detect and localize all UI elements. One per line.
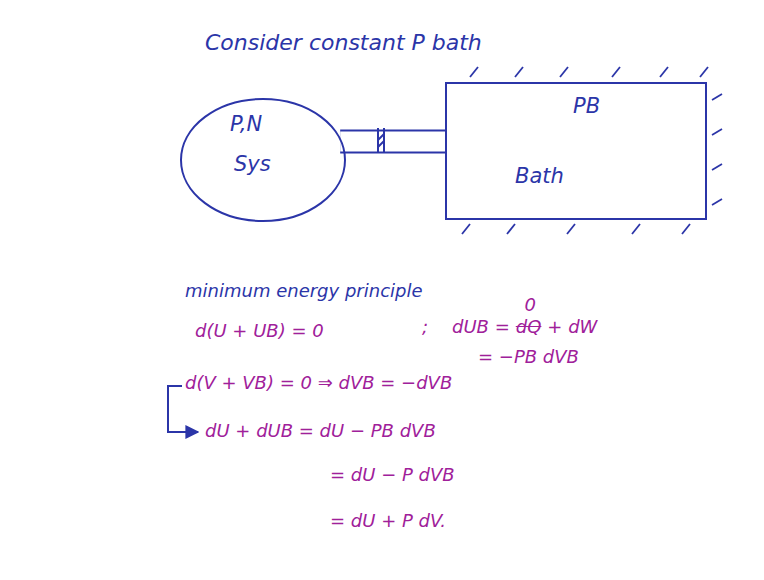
heading: Consider constant P bath (205, 30, 482, 55)
principle-heading: minimum energy principle (185, 280, 423, 302)
bath-pressure: PB (573, 94, 600, 118)
system-name: Sys (234, 152, 271, 176)
equation: d(U + UB) = 0 (195, 320, 324, 342)
equation: d(V + VB) = 0 ⇒ dVB = −dVB (185, 372, 452, 394)
equation: = dU − P dVB (330, 464, 455, 486)
state-variables: P,N (230, 112, 262, 136)
equation: = dU + P dV. (330, 510, 446, 532)
wall-hatching (462, 67, 722, 234)
crossed-term: dQ (516, 316, 542, 338)
pipe-wall (340, 129, 445, 153)
system-blob: P,N Sys (180, 98, 346, 222)
piston (378, 128, 384, 153)
pipe-connector (340, 141, 445, 142)
equation: = −PB dVB (478, 346, 579, 368)
separator: ; (422, 316, 428, 338)
equation: + dW (547, 316, 597, 338)
ellipse-outline (181, 99, 345, 221)
box-outline (446, 83, 706, 219)
equation: dU + dUB = dU − PB dVB (205, 420, 436, 442)
bath-name: Bath (515, 164, 564, 188)
zero-mark: 0 (525, 294, 536, 316)
pipe-bore (340, 131, 445, 151)
equation: dUB = (452, 316, 510, 338)
bath-box: PB Bath (445, 82, 707, 220)
